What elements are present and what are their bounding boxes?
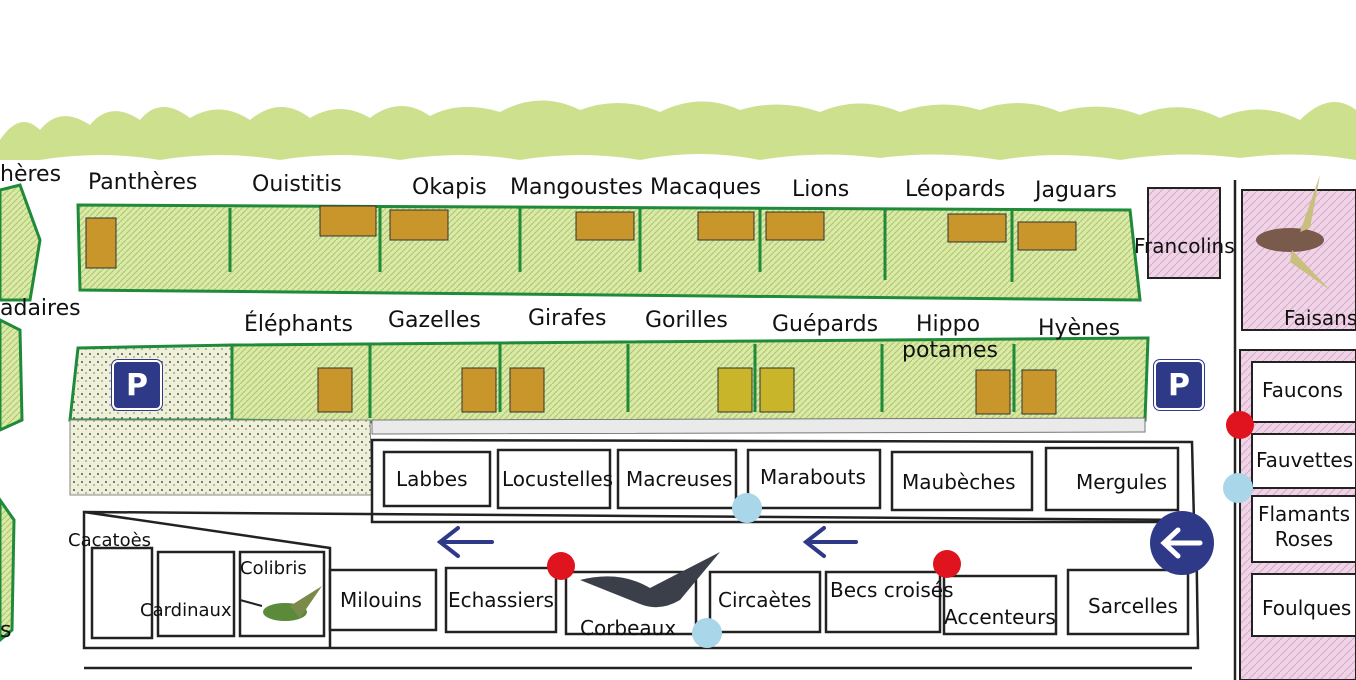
right-column xyxy=(1147,180,1356,680)
label-becs-croises[interactable]: Becs croisés xyxy=(830,578,954,602)
crow-icon xyxy=(580,552,720,608)
direction-arrow-icon xyxy=(436,526,858,558)
label-hippo[interactable]: Hippo xyxy=(916,312,981,337)
label-mergules[interactable]: Mergules xyxy=(1076,470,1168,494)
label-gorilles[interactable]: Gorilles xyxy=(645,308,728,333)
pheasant-icon xyxy=(1256,175,1330,290)
label-macreuses[interactable]: Macreuses xyxy=(626,467,733,491)
blue-dot-markers xyxy=(692,473,1253,648)
aviary-row-bottom xyxy=(82,510,1200,670)
label-faucons[interactable]: Faucons xyxy=(1262,378,1343,402)
label-foulques[interactable]: Foulques xyxy=(1262,596,1352,620)
label-mangoustes[interactable]: Mangoustes xyxy=(510,175,643,200)
label-potames[interactable]: potames xyxy=(902,338,998,363)
label-corbeaux[interactable]: Corbeaux xyxy=(580,616,677,640)
label-echassiers[interactable]: Echassiers xyxy=(448,588,554,612)
left-edge-enclosures xyxy=(0,183,42,642)
label-left-2: adaires xyxy=(0,296,81,321)
circle-arrow-icon xyxy=(1150,511,1214,575)
aviary-row-top xyxy=(370,438,1196,524)
label-sarcelles[interactable]: Sarcelles xyxy=(1088,594,1178,618)
label-elephants[interactable]: Éléphants xyxy=(244,312,353,337)
label-macaques[interactable]: Macaques xyxy=(650,175,761,200)
label-flamants: Flamants xyxy=(1258,502,1350,526)
label-ouistitis[interactable]: Ouistitis xyxy=(252,172,342,197)
label-maubeches[interactable]: Maubèches xyxy=(902,470,1016,494)
parking-icon: P xyxy=(1154,360,1204,410)
label-leopards[interactable]: Léopards xyxy=(905,177,1006,202)
label-guepards[interactable]: Guépards xyxy=(772,312,879,337)
label-cardinaux[interactable]: Cardinaux xyxy=(140,600,232,621)
label-girafes[interactable]: Girafes xyxy=(528,306,607,331)
label-pantheres[interactable]: Panthères xyxy=(88,170,198,195)
label-left-3: s xyxy=(0,618,12,643)
label-milouins[interactable]: Milouins xyxy=(340,588,422,612)
label-flamants-roses[interactable]: Flamants Roses xyxy=(1256,502,1352,552)
label-roses: Roses xyxy=(1274,527,1334,551)
label-labbes[interactable]: Labbes xyxy=(396,467,468,491)
red-dot-markers xyxy=(547,411,1254,580)
label-fauvettes[interactable]: Fauvettes xyxy=(1256,448,1354,472)
label-left-1: hères xyxy=(0,162,62,187)
label-hyenes[interactable]: Hyènes xyxy=(1038,316,1121,341)
label-jaguars[interactable]: Jaguars xyxy=(1035,178,1117,203)
label-locustelles[interactable]: Locustelles xyxy=(502,467,614,491)
label-cacatoes[interactable]: Cacatoès xyxy=(68,530,152,551)
hummingbird-icon xyxy=(239,586,322,621)
label-circaetes[interactable]: Circaètes xyxy=(718,588,812,612)
label-lions[interactable]: Lions xyxy=(792,177,850,202)
label-okapis[interactable]: Okapis xyxy=(412,175,487,200)
label-francolins[interactable]: Francolins xyxy=(1134,234,1235,258)
label-marabouts[interactable]: Marabouts xyxy=(760,465,866,489)
label-gazelles[interactable]: Gazelles xyxy=(388,308,481,333)
label-accenteurs[interactable]: Accenteurs xyxy=(944,605,1056,629)
parking-icon: P xyxy=(112,360,162,410)
label-faisans[interactable]: Faisans xyxy=(1284,306,1356,330)
label-colibris[interactable]: Colibris xyxy=(240,558,307,579)
row1-enclosures xyxy=(76,203,1142,302)
row2-enclosures xyxy=(68,336,1150,496)
tree-line xyxy=(0,100,1356,160)
